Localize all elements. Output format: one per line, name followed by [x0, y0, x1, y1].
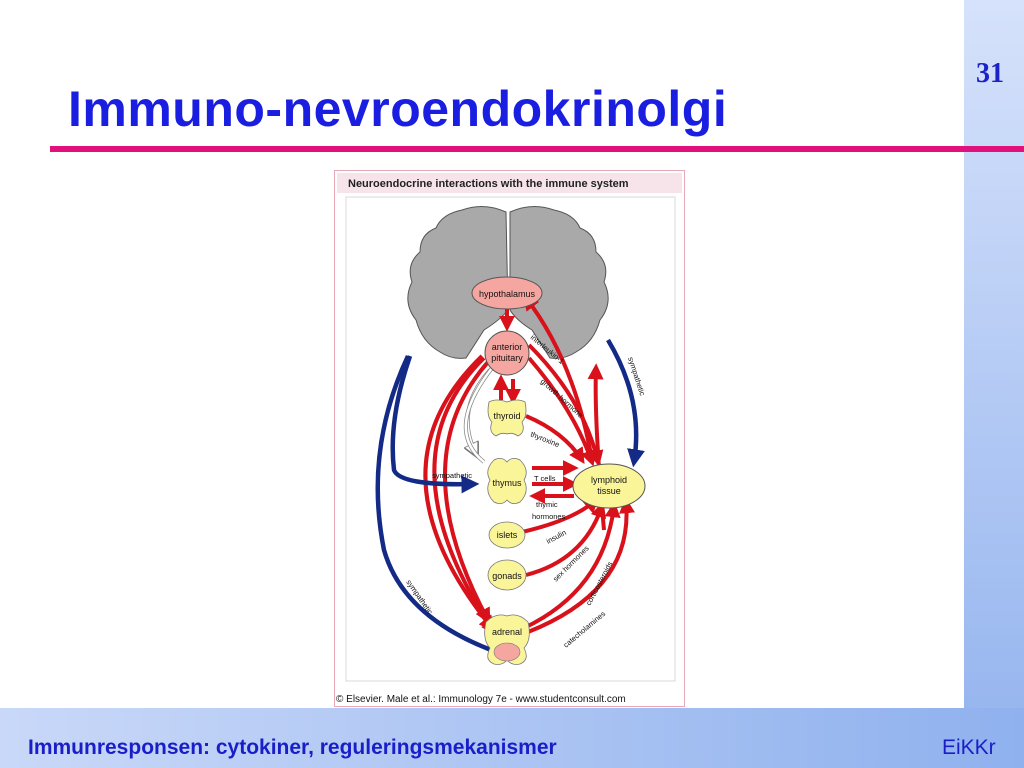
figure-heading: Neuroendocrine interactions with the imm… [348, 178, 629, 190]
tissue-label: tissue [597, 486, 621, 496]
neuroendocrine-figure: Neuroendocrine interactions with the imm… [334, 170, 685, 707]
islets-label: islets [497, 530, 518, 540]
thyroid-node [487, 399, 527, 437]
figure-svg: Neuroendocrine interactions with the imm… [334, 170, 685, 707]
thymus-label: thymus [492, 478, 522, 488]
t-cells-label: T cells [534, 474, 556, 483]
blue-sympathetic-arrows [375, 338, 645, 659]
hypothalamus-node [471, 276, 543, 310]
thyroid-label: thyroid [493, 411, 520, 421]
brain-right-hemisphere [509, 206, 609, 359]
lymphoid-label: lymphoid [591, 475, 627, 485]
hormones-label: hormones [532, 512, 566, 521]
lymphoid-tissue-node [572, 463, 646, 509]
footer-course-title: Immunresponsen: cytokiner, reguleringsme… [28, 736, 557, 759]
figure-credit: © Elsevier. Male et al.: Immunology 7e -… [336, 694, 626, 705]
slide-number: 31 [976, 58, 1004, 89]
gonads-node [487, 559, 527, 591]
brain-left-hemisphere [407, 206, 509, 359]
right-decor-band [964, 0, 1024, 768]
sympathetic-mid-label: sympathetic [432, 471, 472, 480]
adrenal-label: adrenal [492, 627, 522, 637]
adrenal-medulla [493, 642, 521, 662]
pituitary-label: pituitary [491, 353, 523, 363]
footer-author: EiKKr [942, 736, 996, 759]
islets-node [488, 521, 526, 549]
thymic-label: thymic [536, 500, 558, 509]
anterior-label: anterior [492, 342, 523, 352]
hypothalamus-label: hypothalamus [479, 289, 536, 299]
figure-header-band [337, 173, 682, 193]
footer-band [0, 708, 1024, 768]
slide-title: Immuno-nevroendokrinolgi [68, 81, 728, 137]
gonads-label: gonads [492, 571, 522, 581]
title-underline [50, 146, 1024, 152]
anterior-pituitary-node [484, 330, 530, 376]
thymus-node [487, 458, 527, 504]
